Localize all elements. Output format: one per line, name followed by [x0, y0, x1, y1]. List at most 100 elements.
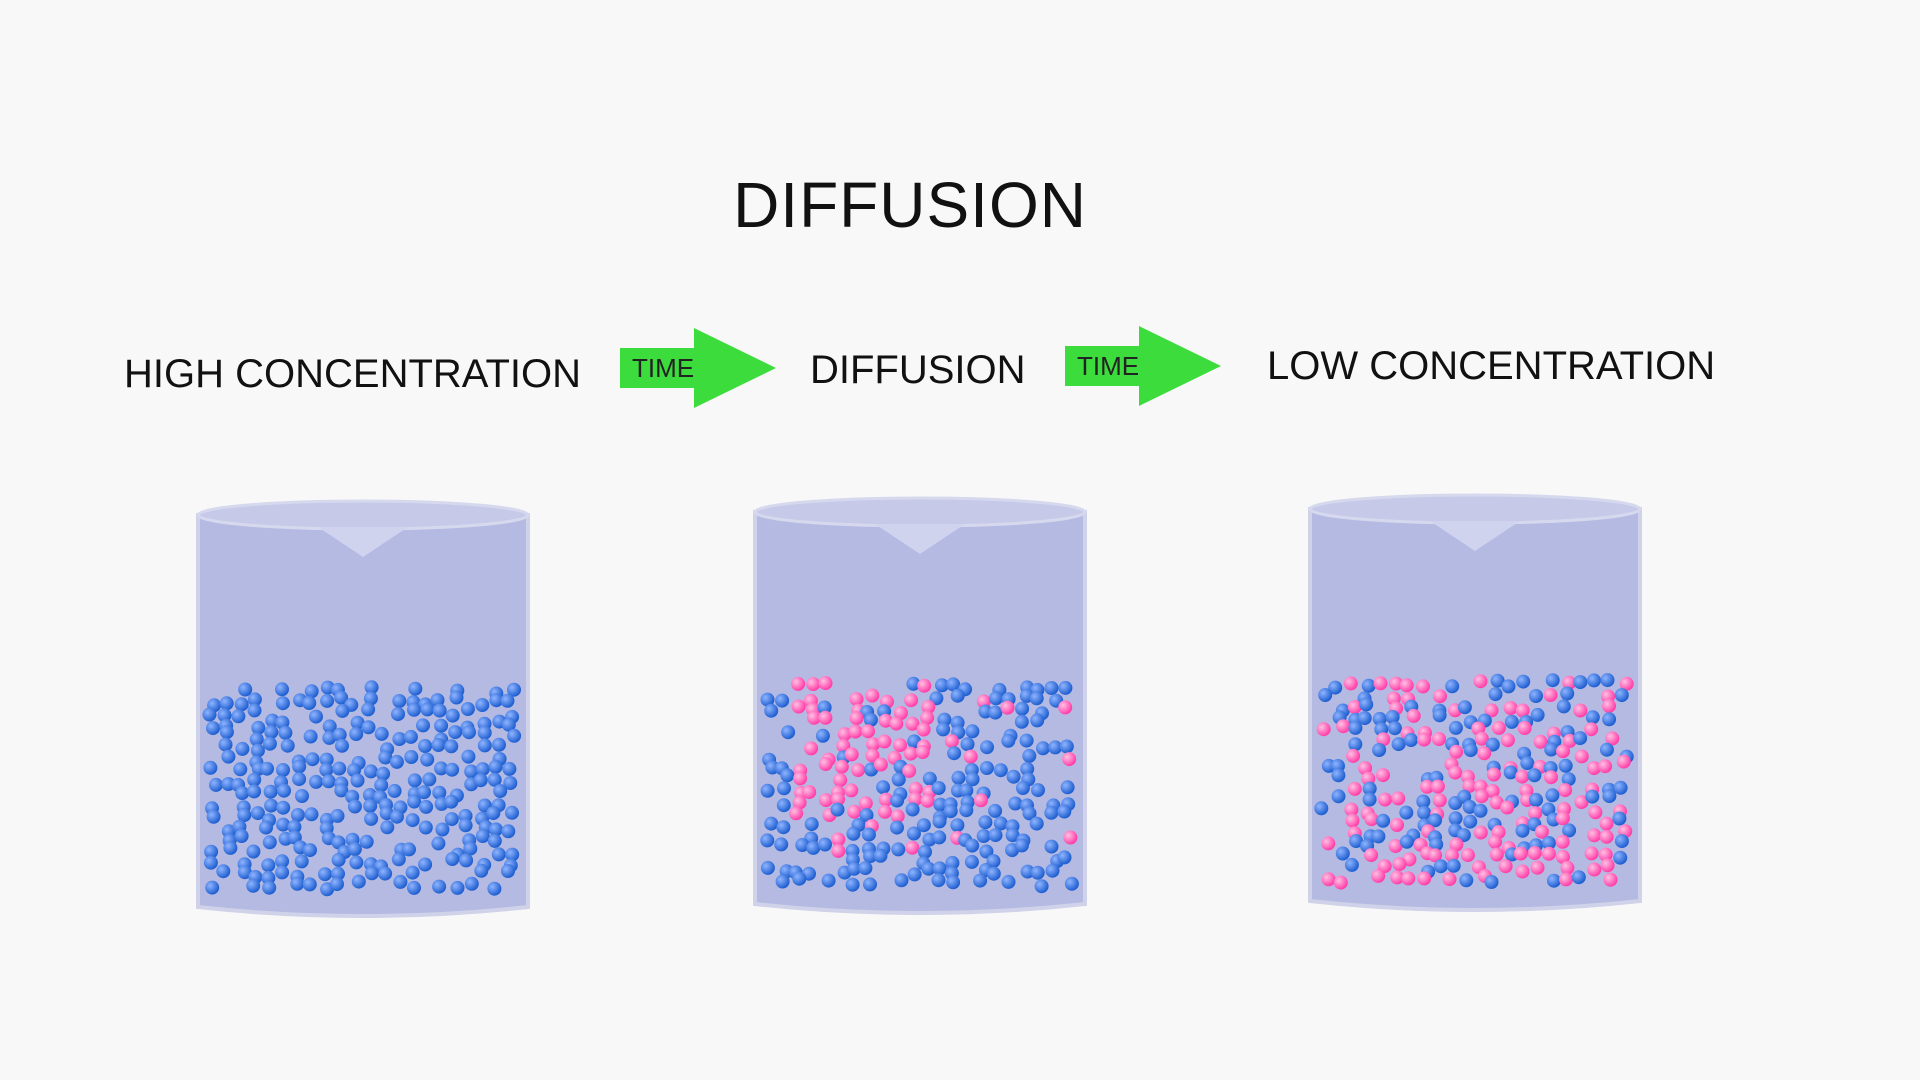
particle-blue — [463, 841, 478, 856]
particle-blue — [275, 865, 290, 880]
particle-blue — [477, 738, 492, 753]
particle-blue — [219, 725, 234, 740]
particle-blue — [946, 875, 961, 890]
particle-blue — [935, 678, 949, 693]
particle-pink — [865, 748, 880, 763]
particle-blue — [959, 803, 974, 818]
particle-blue — [434, 718, 449, 733]
particle-pink — [1574, 749, 1589, 764]
particle-blue — [278, 725, 293, 740]
particle-blue — [247, 692, 262, 707]
particle-blue — [234, 697, 249, 712]
particle-blue — [1348, 737, 1363, 752]
particle-blue — [1328, 680, 1343, 695]
particle-blue — [304, 684, 319, 699]
particle-blue — [420, 702, 435, 717]
particle-blue — [1562, 823, 1577, 838]
particle-pink — [1599, 816, 1614, 831]
particle-blue — [1503, 765, 1518, 780]
particle-blue — [309, 709, 323, 724]
particle-blue — [449, 690, 464, 705]
particle-blue — [305, 752, 320, 767]
particle-pink — [1541, 846, 1556, 861]
particle-blue — [407, 880, 421, 895]
particle-blue — [487, 772, 502, 787]
particle-blue — [1456, 828, 1471, 843]
particle-blue — [276, 763, 290, 777]
particle-pink — [833, 773, 848, 788]
particle-blue — [431, 738, 446, 752]
particle-blue — [979, 844, 994, 859]
particle-blue — [775, 693, 790, 708]
particle-blue — [263, 784, 278, 799]
particle-blue — [1457, 700, 1472, 715]
particle-pink — [1444, 848, 1459, 863]
particle-blue — [334, 783, 349, 798]
particle-blue — [818, 837, 832, 852]
particle-blue — [858, 861, 873, 876]
particle-blue — [246, 878, 261, 893]
particle-blue — [488, 759, 503, 774]
particle-blue — [1048, 740, 1063, 755]
particle-blue — [302, 696, 317, 710]
particle-pink — [1336, 719, 1351, 734]
particle-blue — [474, 863, 489, 878]
stage-label-low: LOW CONCENTRATION — [1267, 344, 1716, 388]
particle-pink — [1600, 858, 1615, 873]
beaker-high-concentration — [193, 495, 533, 925]
particle-pink — [1488, 834, 1503, 849]
particle-blue — [965, 772, 980, 787]
particle-blue — [287, 819, 302, 834]
particle-blue — [1060, 780, 1075, 795]
particle-blue — [1318, 688, 1333, 702]
particle-pink — [1474, 731, 1489, 746]
particle-pink — [1489, 847, 1504, 862]
particle-pink — [1358, 761, 1373, 776]
particle-blue — [501, 864, 515, 878]
particle-pink — [1500, 733, 1515, 748]
particle-blue — [237, 808, 252, 823]
particle-blue — [979, 761, 994, 775]
particle-pink — [1515, 703, 1530, 718]
particle-blue — [764, 816, 779, 831]
particle-blue — [261, 858, 276, 873]
particle-blue — [760, 833, 775, 848]
arrow-right-icon — [1065, 326, 1221, 406]
particle-blue — [1585, 710, 1600, 725]
particle-blue — [1348, 720, 1363, 735]
beaker-low-concentration — [1305, 489, 1645, 919]
particle-blue — [936, 722, 951, 737]
particle-pink — [1484, 703, 1499, 718]
particle-pink — [1378, 792, 1392, 807]
particle-blue — [1044, 805, 1059, 820]
particle-blue — [276, 817, 291, 832]
particles — [760, 676, 1079, 894]
particle-pink — [1449, 744, 1464, 759]
particle-blue — [405, 813, 420, 828]
particle-blue — [391, 852, 406, 867]
particle-blue — [231, 709, 246, 724]
particle-pink — [1598, 759, 1613, 774]
particle-blue — [507, 728, 522, 743]
particle-blue — [1573, 675, 1588, 690]
particle-pink — [1486, 767, 1501, 782]
particle-blue — [1399, 805, 1414, 820]
particle-pink — [1533, 734, 1548, 749]
particle-pink — [844, 783, 859, 798]
particle-blue — [1602, 789, 1617, 804]
particle-blue — [804, 817, 819, 832]
particle-blue — [473, 773, 488, 788]
particle-blue — [933, 797, 948, 812]
particle-blue — [347, 842, 362, 856]
beaker-diffusion — [750, 492, 1090, 922]
particle-pink — [908, 781, 923, 796]
particle-pink — [1605, 731, 1620, 746]
particle-pink — [1562, 675, 1577, 690]
particle-pink — [1416, 679, 1430, 694]
particle-blue — [1612, 811, 1627, 826]
particle-blue — [1014, 714, 1029, 729]
particle-blue — [1045, 863, 1060, 878]
particle-pink — [836, 738, 851, 753]
particle-pink — [1574, 795, 1589, 810]
particle-pink — [1500, 800, 1515, 815]
